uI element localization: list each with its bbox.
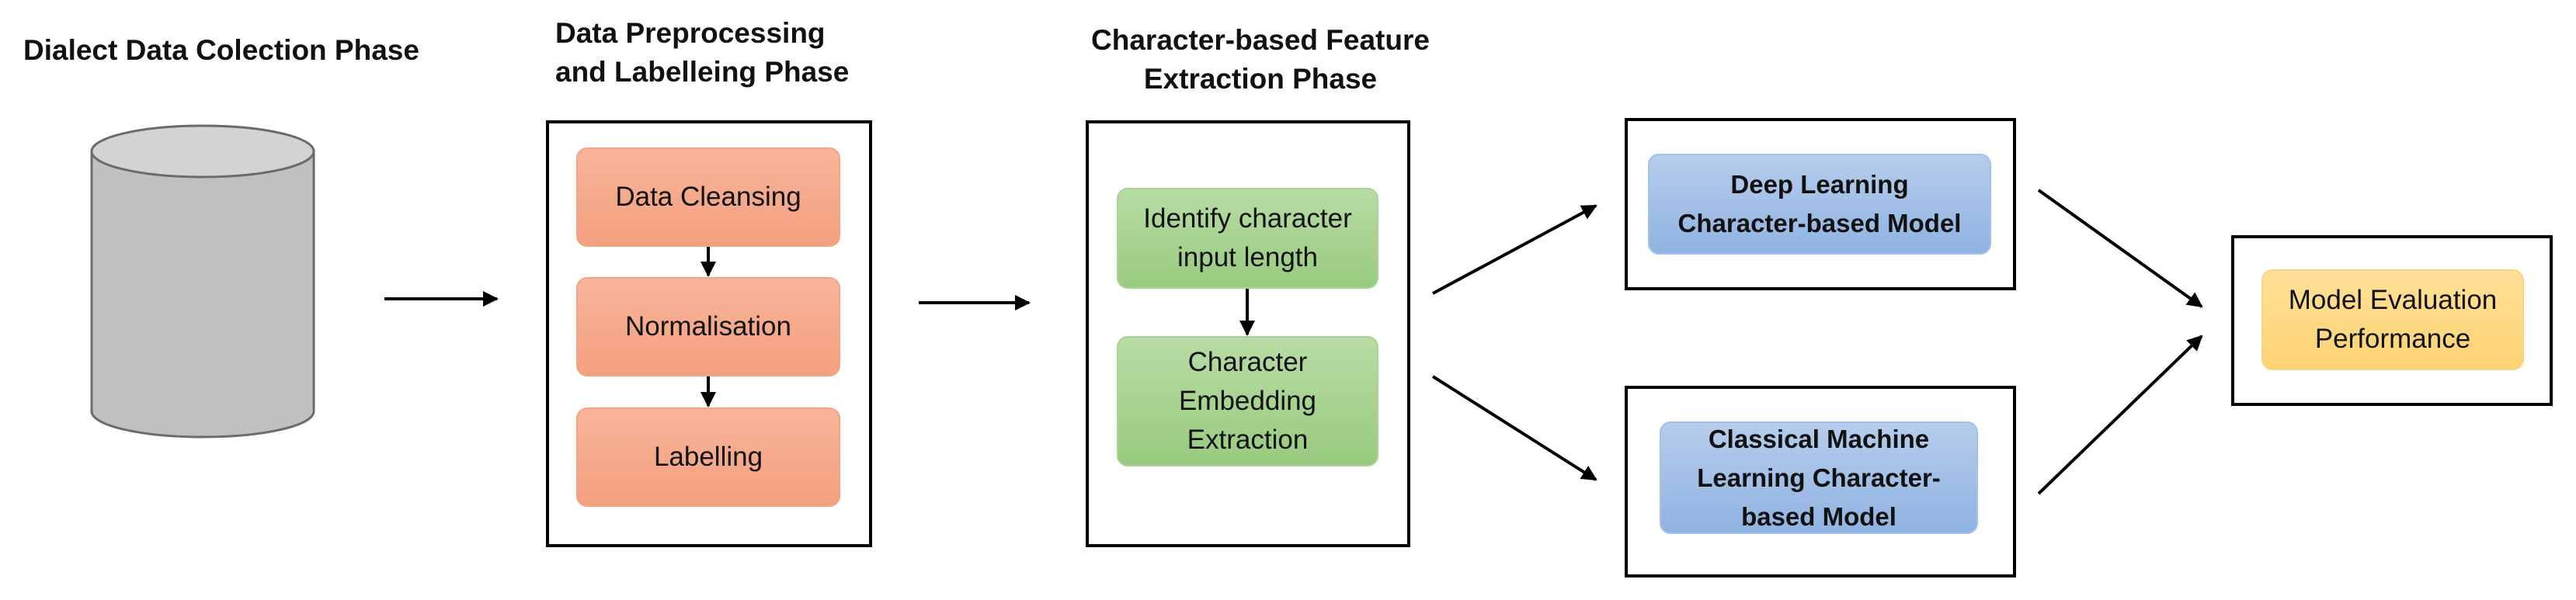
labelling-step: Labelling: [576, 408, 840, 507]
arrow-feature-to-classical: [1431, 375, 1597, 481]
data-cleansing-step: Data Cleansing: [576, 147, 840, 247]
character-embedding-step: Character Embedding Extraction: [1117, 336, 1378, 466]
deep-learning-model-node: Deep Learning Character-based Model: [1648, 154, 1991, 255]
evaluation-node: Model Evaluation Performance: [2261, 269, 2524, 370]
identify-input-length-step: Identify character input length: [1117, 188, 1378, 289]
preprocessing-phase-title: Data Preprocessing and Labelleing Phase: [555, 17, 850, 88]
normalisation-step: Normalisation: [576, 277, 840, 376]
database-icon: [90, 124, 315, 439]
classical-model-node: Classical Machine Learning Character- ba…: [1660, 421, 1978, 534]
arrow-classical-to-evaluation: [2037, 335, 2203, 495]
collection-phase-title: Dialect Data Colection Phase: [23, 34, 419, 66]
feature-extraction-phase-title: Character-based Feature Extraction Phase: [1091, 24, 1430, 95]
arrow-feature-to-deep-learning: [1432, 204, 1597, 295]
arrow-deep-learning-to-evaluation: [2037, 189, 2203, 308]
